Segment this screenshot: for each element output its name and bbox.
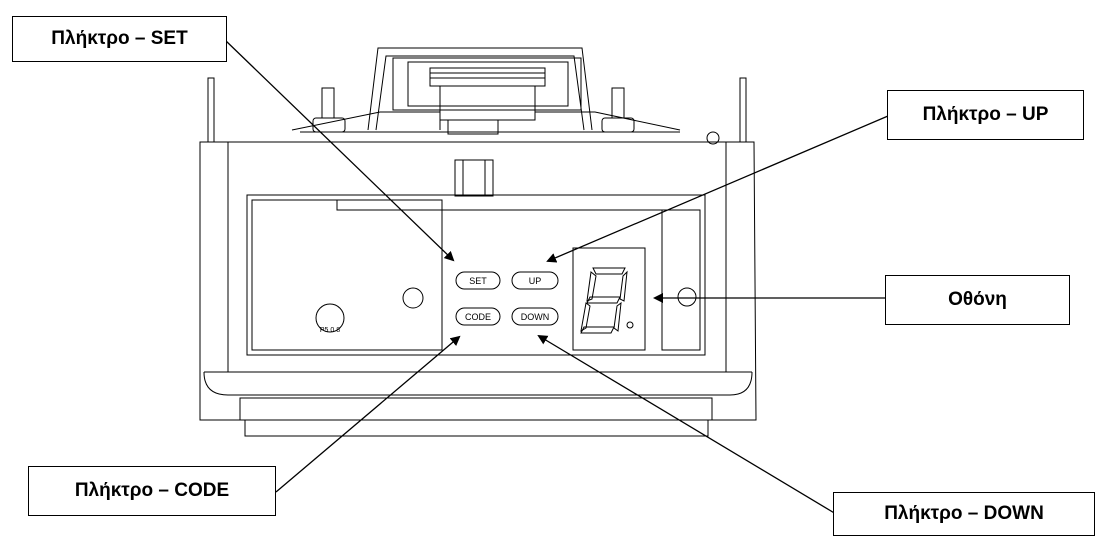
set-key-callout: Πλήκτρο – SET <box>12 16 227 62</box>
up-key-label: UP <box>529 276 542 286</box>
up-key[interactable]: UP <box>511 271 559 290</box>
set-leader <box>224 39 455 262</box>
down-leader <box>537 334 837 515</box>
housing <box>199 141 757 437</box>
set-key[interactable]: SET <box>455 271 501 290</box>
set-key-label: SET <box>469 276 487 286</box>
up-key-callout: Πλήκτρο – UP <box>887 90 1084 140</box>
code-key-label: CODE <box>465 312 491 322</box>
display-callout: Οθόνη <box>885 275 1070 325</box>
down-key-label: DOWN <box>521 312 550 322</box>
top-bracket <box>291 47 681 135</box>
code-key[interactable]: CODE <box>455 307 501 326</box>
seven-segment-display <box>572 247 646 351</box>
down-key-callout: Πλήκτρο – DOWN <box>833 492 1095 536</box>
up-leader <box>546 115 889 263</box>
leader-lines <box>224 39 889 515</box>
code-leader <box>275 335 461 493</box>
svg-text:P5 0 8: P5 0 8 <box>320 327 340 334</box>
down-key[interactable]: DOWN <box>511 307 559 326</box>
front-panel: P5 0 8 <box>246 194 706 356</box>
code-key-callout: Πλήκτρο – CODE <box>28 466 276 516</box>
